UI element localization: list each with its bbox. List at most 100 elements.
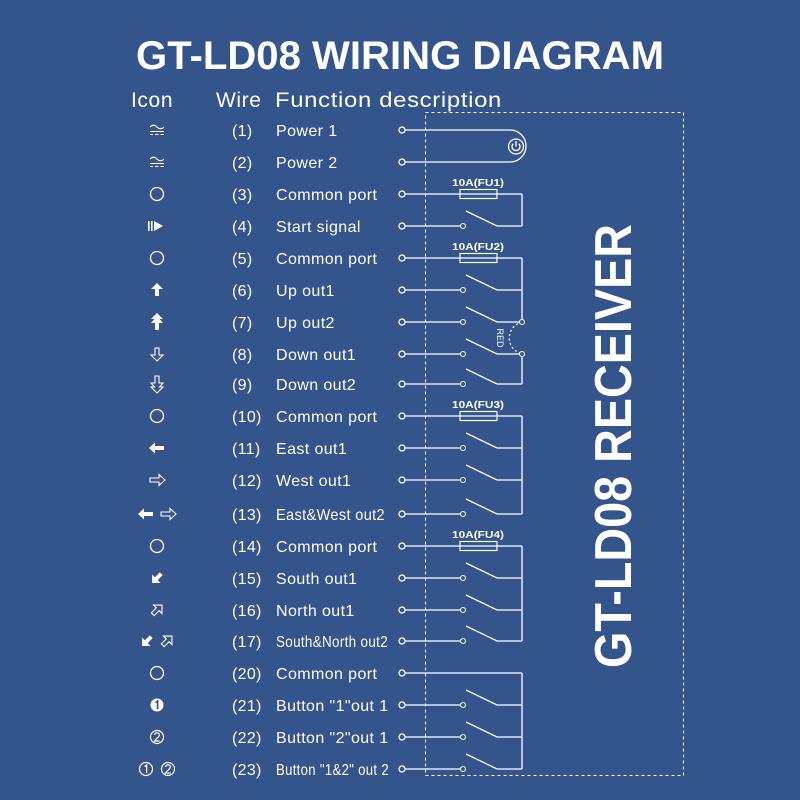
function-label: Down out1 <box>276 347 356 364</box>
wire-number: (16) <box>232 603 262 620</box>
wire-number: (15) <box>232 571 262 588</box>
south-arrow-icon <box>148 570 166 588</box>
common-port-icon <box>149 665 165 681</box>
relay-contact <box>459 286 467 294</box>
function-label: Common port <box>276 187 377 204</box>
terminal <box>398 318 406 326</box>
terminal <box>398 286 406 294</box>
switch-blade <box>465 721 498 738</box>
wire-row: (3)Common port <box>149 186 377 204</box>
wire-number: (7) <box>232 315 252 332</box>
terminal <box>398 765 406 773</box>
wire-number: (14) <box>232 539 262 556</box>
function-label: Button "1&2" out 2 <box>276 762 389 779</box>
header-function: Function description <box>275 89 502 112</box>
wire-row: (11)East out1 <box>149 441 347 458</box>
button-2-icon <box>149 729 165 745</box>
button-1-2-icon <box>138 761 176 777</box>
function-label: Start signal <box>276 219 361 236</box>
power-icon-ring <box>507 138 525 155</box>
switch-blade <box>465 753 498 770</box>
function-label: East&West out2 <box>276 507 385 524</box>
terminal <box>398 637 406 645</box>
wire-number: (8) <box>232 347 252 364</box>
header-icon: Icon <box>131 89 173 112</box>
relay-contact <box>459 222 467 230</box>
relay-contact <box>459 476 467 484</box>
jumper-label: RED <box>495 328 505 348</box>
fuse-label: 10A(FU1) <box>452 178 504 189</box>
wire-row: (4)Start signal <box>148 219 361 236</box>
wire-row: (5)Common port <box>149 250 377 268</box>
terminal <box>398 701 406 709</box>
wire-number: (17) <box>232 634 262 651</box>
east-arrow-icon <box>149 442 164 454</box>
button-1-icon <box>149 697 165 713</box>
east-west-arrow-icon <box>138 509 176 520</box>
wire-row: (20) Common port <box>149 665 377 683</box>
ac-power-icon <box>149 124 165 136</box>
jumper-node <box>518 318 526 326</box>
function-label: Common port <box>276 539 377 556</box>
terminal <box>398 733 406 741</box>
receiver-label: GT-LD08 RECEIVER <box>585 224 643 668</box>
west-arrow-icon <box>149 473 166 487</box>
switch-blade <box>465 594 498 611</box>
south-north-arrow-icon <box>138 632 176 650</box>
double-up-arrow-icon <box>151 313 163 330</box>
switch-blade <box>465 274 498 291</box>
wire-number: (23) <box>232 762 262 779</box>
switch-blade <box>465 464 498 481</box>
button-2-icon <box>149 729 165 745</box>
relay-contact <box>459 733 467 741</box>
wire-row: (13) East&West out2 <box>138 507 385 524</box>
down-arrow-icon <box>150 347 164 362</box>
red-jumper <box>508 321 523 355</box>
ac-power-icon <box>149 156 165 168</box>
up-arrow-icon <box>151 283 163 296</box>
common-port-icon <box>149 250 165 266</box>
wire-row: (1)Power 1 <box>149 123 337 140</box>
wire-row: (16) North out1 <box>149 601 355 620</box>
double-up-arrow-icon <box>151 313 163 330</box>
wire-row: (6)Up out1 <box>151 283 334 300</box>
switch-blade <box>465 625 498 642</box>
wire-number: (6) <box>232 283 252 300</box>
wire-number: (2) <box>232 155 252 172</box>
function-label: Common port <box>276 409 377 426</box>
function-label: Common port <box>276 666 377 683</box>
terminal <box>398 510 406 518</box>
wire-number: (9) <box>232 377 252 394</box>
power-icon <box>507 138 525 155</box>
terminal <box>398 444 406 452</box>
wire-row: (10)Common port <box>149 408 377 426</box>
button-1-2-icon <box>138 761 176 777</box>
function-label: Down out2 <box>276 377 356 394</box>
button-1-icon <box>149 697 165 713</box>
relay-contact <box>459 637 467 645</box>
common-port-icon <box>149 538 165 554</box>
wire-row: (8) Down out1 <box>150 347 356 364</box>
wire-number: (13) <box>232 507 262 524</box>
start-icon <box>148 221 163 231</box>
terminal <box>398 476 406 484</box>
fuse-label: 10A(FU2) <box>452 242 504 253</box>
down-arrow-icon <box>150 347 164 362</box>
function-label: South out1 <box>276 571 357 588</box>
terminal <box>398 190 406 198</box>
relay-contact <box>459 510 467 518</box>
terminal <box>398 158 406 166</box>
double-down-arrow-icon <box>150 375 164 394</box>
wire-row: (17)South&North out2 <box>138 632 388 651</box>
common-port-icon <box>149 408 165 424</box>
double-down-arrow-icon <box>150 375 164 394</box>
switch-blade <box>465 689 498 706</box>
ac-power-icon <box>149 156 165 168</box>
wire-number: (1) <box>232 123 252 140</box>
wire-number: (20) <box>232 666 262 683</box>
wire-number: (12) <box>232 473 262 490</box>
function-label: North out1 <box>276 603 355 620</box>
function-label: Common port <box>276 251 377 268</box>
